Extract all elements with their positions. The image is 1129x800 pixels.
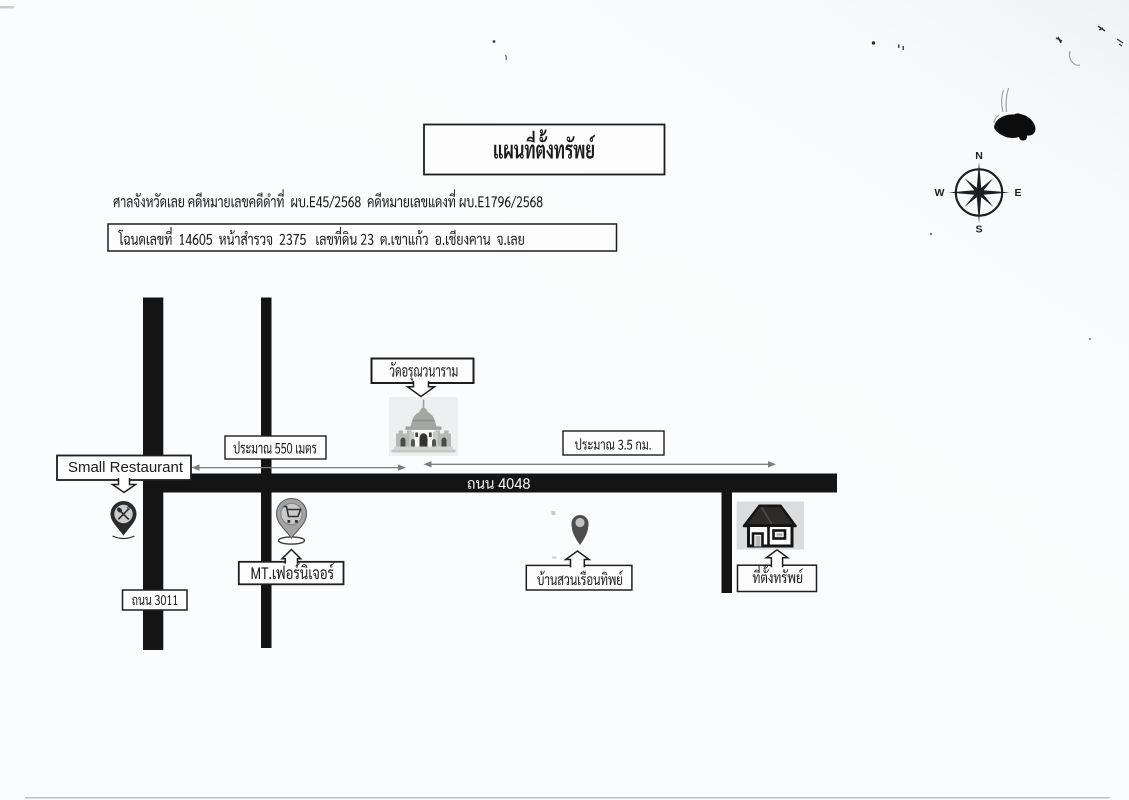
svg-text:W: W	[935, 187, 945, 199]
svg-text:E: E	[1014, 187, 1021, 199]
svg-text:S: S	[975, 224, 982, 236]
svg-text:N: N	[975, 150, 983, 162]
